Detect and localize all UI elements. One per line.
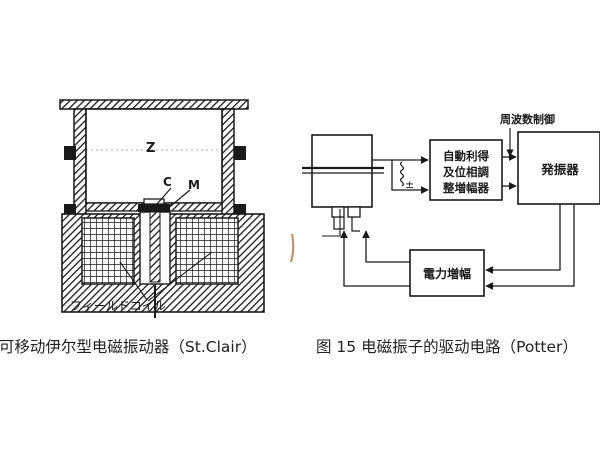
inner-cavity [85,108,223,204]
vibrator-ground-wire [322,209,341,237]
power-amp-label: 電力増幅 [423,266,471,281]
label-z: Z [146,141,155,156]
coil-winding-right [175,217,239,285]
vibrator-cross-section: Z C M フィールドコイル [59,99,265,318]
right-bolt-upper [234,146,246,160]
right-wall [221,108,235,216]
coil-leader-2 [147,251,213,302]
amp-line-2: 及位相調 [443,165,489,179]
vibrator-box [311,134,373,208]
amp-line-1: 自動利得 [443,149,489,163]
moving-piece [138,204,170,212]
frequency-control-label: 周波数制御 [500,112,555,126]
vibrator-terminal-left [331,206,345,218]
left-bolt-upper [64,146,76,160]
coil-label: フィールドコイル [70,299,166,313]
left-bolt-lower [64,204,76,216]
osc-to-power-amp-2 [485,204,575,290]
power-amp-return [340,230,410,287]
bottom-plate-left [85,202,143,212]
osc-to-power-amp-1 [485,204,561,274]
label-c: C [163,175,172,189]
label-m: M [188,178,200,192]
coil-leader-1 [119,261,148,301]
diaphragm [143,198,165,205]
gain-phase-amplifier [429,139,503,201]
oscillator-label: 発振器 [540,162,579,177]
terminal-wire-right [351,217,360,232]
drive-circuit: ± 自動利得 及位相調 整増幅器 周波数制御 発振器 電力増幅 [302,112,600,297]
leader-m [165,189,191,211]
left-wall [73,108,87,216]
bottom-plate-right [165,202,223,212]
bias-coil [399,161,405,187]
oscillator [517,131,600,205]
signal-wire-b [391,160,429,194]
terminal-wire-left [333,217,345,230]
coil-winding-left [81,217,135,285]
power-amp-to-vibrator [362,230,410,263]
amp-line-3: 整増幅器 [442,181,489,195]
leader-c [156,187,172,205]
vibrator-terminal-right [347,206,361,218]
right-bolt-lower [234,204,246,216]
stray-mark [289,233,295,263]
core-pole [149,211,161,283]
power-amplifier [409,249,485,297]
left-figure-caption: .可移动伊尔型电磁振动器（St.Clair） [0,338,257,356]
right-figure-caption: 图 15 电磁振子的驱动电路（Potter） [316,338,578,356]
plus-minus: ± [405,178,414,191]
top-flange [59,99,249,110]
